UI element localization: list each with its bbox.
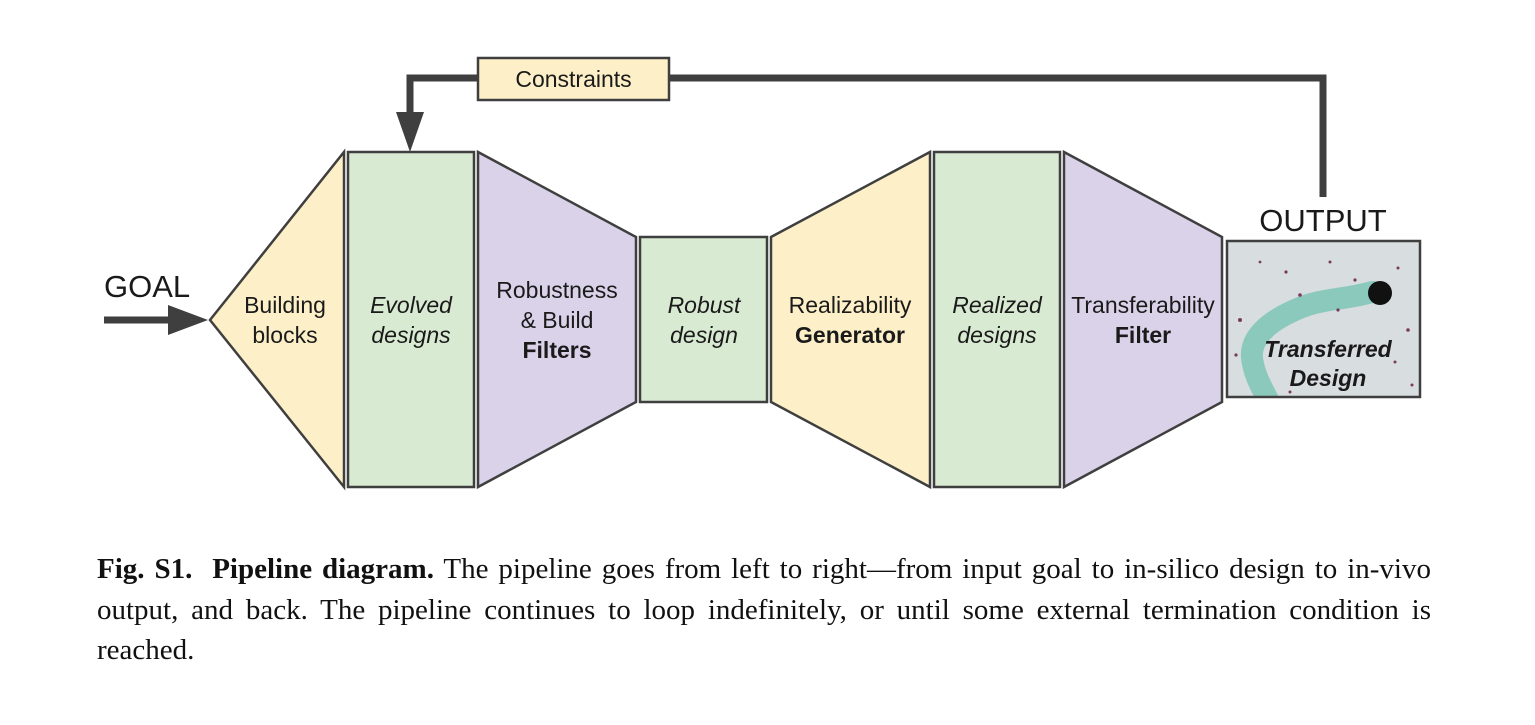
- building-blocks-label: Building blocks: [244, 292, 326, 348]
- stage-label-line: Transferability: [1071, 292, 1215, 318]
- realized-designs-box: [932, 150, 1062, 489]
- output-image-label-line: Design: [1290, 365, 1367, 391]
- robust-design-box: [638, 235, 769, 404]
- stage-label-line: designs: [371, 322, 451, 348]
- figure-caption: Fig. S1. Pipeline diagram. The pipeline …: [97, 549, 1431, 671]
- stage-label-line: & Build: [521, 307, 594, 333]
- pipeline-diagram: Constraints GOAL Building blocks Evolved d…: [104, 56, 1422, 491]
- stage-label-line: blocks: [252, 322, 317, 348]
- caption-label: Fig. S1.: [97, 553, 193, 585]
- organism-dark-spot: [1368, 281, 1392, 305]
- stage-label-line: Robustness: [496, 277, 617, 303]
- stage-label-line: Evolved: [370, 292, 453, 318]
- evolved-designs-box: [346, 150, 476, 489]
- stage-label-line: Realized: [952, 292, 1043, 318]
- feedback-arrowhead: [396, 112, 424, 152]
- stage-label-line: Filters: [522, 337, 591, 363]
- evolved-designs-label: Evolved designs: [370, 292, 453, 348]
- goal-arrowhead: [168, 305, 208, 335]
- stage-label-line: Generator: [795, 322, 905, 348]
- caption-text: The pipeline goes from left to right—fro…: [97, 553, 1431, 666]
- stage-label-line: designs: [957, 322, 1037, 348]
- output-label: OUTPUT: [1259, 203, 1387, 238]
- constraints-label: Constraints: [515, 66, 631, 92]
- robustness-build-filters-shape: [476, 149, 638, 490]
- constraints-box: [476, 56, 671, 102]
- realized-designs-label: Realized designs: [952, 292, 1043, 348]
- output-image-label-line: Transferred: [1264, 336, 1392, 362]
- robust-design-label: Robust design: [668, 292, 742, 348]
- building-blocks-shape: [208, 148, 346, 491]
- stage-label-line: Building: [244, 292, 326, 318]
- stage-label-line: Robust: [668, 292, 742, 318]
- realizability-generator-shape: [769, 149, 932, 490]
- stage-label-line: Realizability: [789, 292, 912, 318]
- transferability-filter-shape: [1062, 149, 1224, 490]
- organism-body: [1240, 281, 1383, 397]
- caption-title: Pipeline diagram.: [212, 553, 434, 585]
- stage-label-line: Filter: [1115, 322, 1171, 348]
- goal-label: GOAL: [104, 269, 190, 304]
- feedback-loop-line: [406, 74, 1327, 197]
- stage-label-line: design: [670, 322, 738, 348]
